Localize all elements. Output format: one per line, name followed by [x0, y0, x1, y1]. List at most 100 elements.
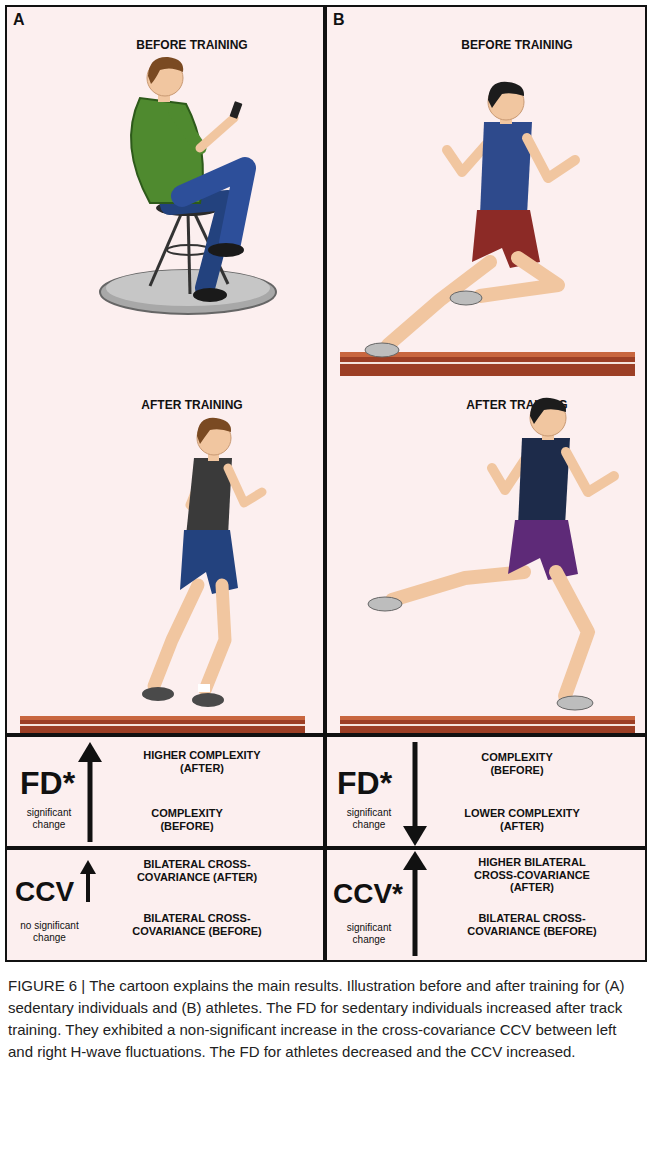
shoe [450, 291, 482, 305]
arm [566, 452, 614, 492]
phone [230, 101, 243, 119]
arrow-head [403, 826, 427, 846]
level-label: COMPLEXITY (BEFORE) [137, 807, 237, 832]
figure-caption: FIGURE 6 | The cartoon explains the main… [8, 975, 644, 1063]
track [340, 716, 635, 733]
leg [205, 585, 225, 690]
stool-leg [188, 212, 190, 294]
increase-arrow [413, 866, 418, 956]
jogger [142, 418, 262, 707]
leg [388, 262, 490, 345]
shoe [365, 343, 399, 357]
shoe [208, 243, 244, 257]
increase-arrow [86, 870, 90, 902]
neck [500, 112, 512, 124]
shorts [180, 530, 238, 594]
shorts [472, 210, 540, 268]
track-slab [340, 352, 635, 376]
level-label: BILATERAL CROSS-COVARIANCE (AFTER) [122, 858, 272, 883]
measure-name: CCV [15, 876, 74, 908]
stool [100, 200, 276, 314]
neck [158, 90, 170, 102]
arm [228, 468, 262, 503]
head [197, 421, 231, 455]
panel-box: BBEFORE TRAININGAFTER TRAINING [325, 5, 647, 735]
result-box: CCV* significant change HIGHER BILATERAL C… [325, 848, 647, 962]
neck [208, 450, 219, 461]
stage-label: BEFORE TRAINING [427, 39, 607, 53]
shoe [557, 696, 593, 710]
stool-base [100, 270, 276, 314]
stool-base-top [106, 270, 270, 306]
head [530, 400, 566, 436]
arm [190, 468, 206, 522]
significance-note: significant change [330, 922, 408, 945]
significance-note: significant change [10, 807, 88, 830]
level-label: HIGHER BILATERAL CROSS-COVARIANCE (AFTER… [457, 856, 607, 894]
significance-note: no significant change [7, 920, 92, 943]
result-box: FD*significant changeCOMPLEXITY (BEFORE)… [325, 735, 647, 848]
track-top [20, 716, 305, 720]
arrow-head [78, 742, 102, 762]
tank-top [186, 458, 232, 536]
leg [392, 572, 524, 600]
significance-note: significant change [330, 807, 408, 830]
track-lane-line [20, 724, 305, 726]
shirt [131, 98, 203, 203]
measure-name: CCV* [333, 878, 403, 910]
level-label: LOWER COMPLEXITY (AFTER) [447, 807, 597, 832]
stool-seat [156, 200, 220, 216]
track-top [340, 716, 635, 720]
sock [198, 684, 210, 692]
arm [447, 138, 492, 172]
sitting-man [131, 57, 245, 302]
panel-box: A BEFORE TRAINING AFTER TRAINING [5, 5, 325, 735]
level-label: BILATERAL CROSS-COVARIANCE (BEFORE) [457, 912, 607, 937]
runner [365, 82, 575, 357]
stool-ring [167, 245, 211, 255]
arm [527, 138, 575, 178]
tank-top [518, 438, 570, 526]
shoe [142, 687, 174, 701]
sleeve [175, 112, 200, 148]
stage-label: AFTER TRAINING [427, 399, 607, 413]
neck [542, 428, 554, 440]
leg [170, 200, 228, 288]
result-arrows [78, 742, 427, 956]
result-box: FD* significant change HIGHER COMPLEXITY (… [5, 735, 325, 848]
leg [154, 585, 198, 686]
stage-label: AFTER TRAINING [102, 399, 282, 413]
track [20, 716, 305, 733]
tank-top [480, 122, 532, 215]
forearm [200, 118, 234, 148]
shorts [508, 520, 578, 580]
track-top [340, 352, 635, 357]
level-label: COMPLEXITY (BEFORE) [467, 751, 567, 776]
arm [492, 452, 530, 490]
leg [480, 258, 558, 296]
track-slab [20, 716, 305, 733]
decrease-arrow [413, 742, 418, 830]
increase-arrow [88, 756, 93, 842]
leg [182, 168, 245, 243]
hair [488, 82, 524, 108]
stage-label: BEFORE TRAINING [102, 39, 282, 53]
level-label: BILATERAL CROSS-COVARIANCE (BEFORE) [122, 912, 272, 937]
shoe [368, 597, 402, 611]
track-lane-line [340, 362, 635, 364]
track-slab [340, 716, 635, 733]
shoe [192, 693, 224, 707]
hair [197, 418, 231, 444]
track [340, 352, 635, 376]
panel-letter: A [13, 11, 25, 29]
level-label: HIGHER COMPLEXITY (AFTER) [127, 749, 277, 774]
result-box: CCV no significant change BILATERAL CROSS-… [5, 848, 325, 962]
arrow-head [403, 851, 427, 870]
hair [148, 57, 183, 84]
hair [530, 398, 566, 424]
arrow-head [80, 860, 96, 874]
track-lane-line [340, 724, 635, 726]
stool-leg [194, 212, 228, 284]
measure-name: FD* [20, 765, 75, 802]
